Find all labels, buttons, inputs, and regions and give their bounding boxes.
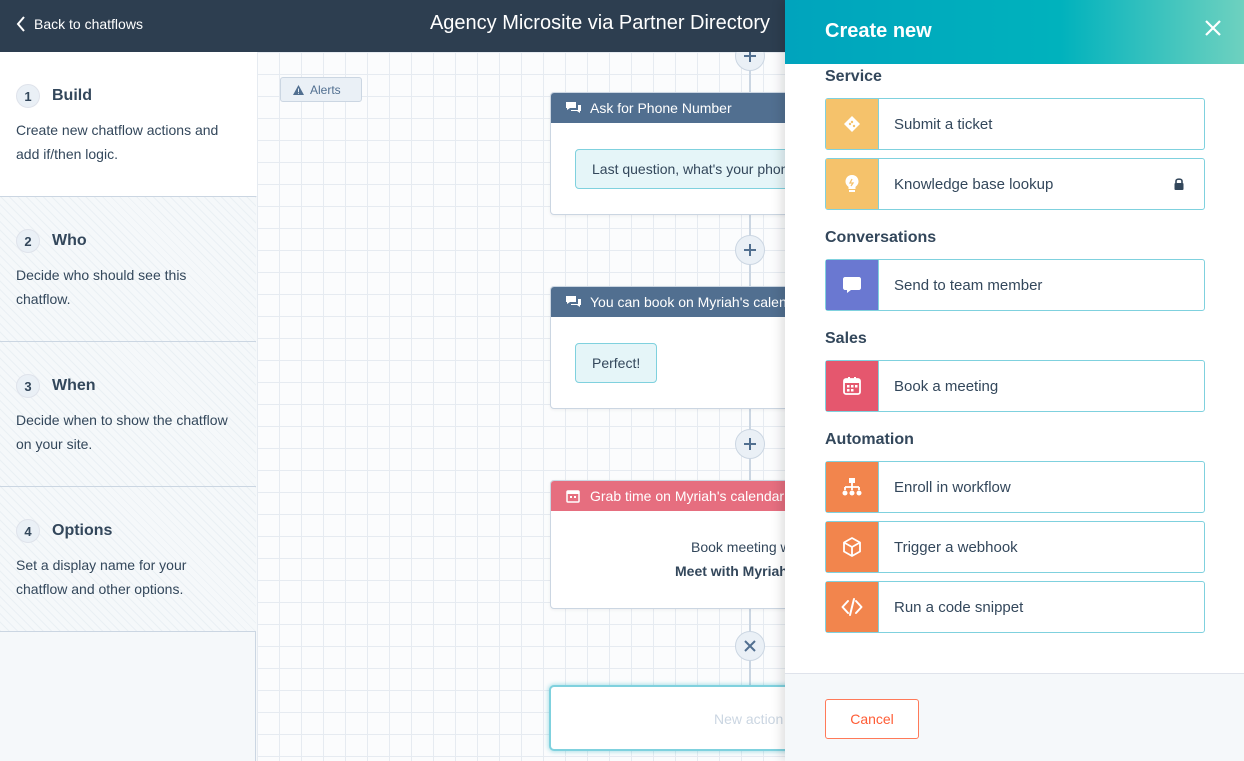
alerts-button[interactable]: Alerts <box>280 77 362 102</box>
step-description: Set a display name for your chatflow and… <box>16 557 187 597</box>
step-title: Build <box>52 87 92 104</box>
message-bubble: Last question, what's your phone number? <box>575 149 785 189</box>
option-label: Trigger a webhook <box>894 538 1018 556</box>
option-label: Run a code snippet <box>894 598 1024 616</box>
step-build[interactable]: 1 Build Create new chatflow actions and … <box>0 52 257 197</box>
panel-footer: Cancel <box>785 673 1244 761</box>
section-title-conversations: Conversations <box>825 229 937 246</box>
option-book-a-meeting[interactable]: Book a meeting <box>825 360 1205 412</box>
new-action-card[interactable]: New action <box>549 685 785 751</box>
close-icon[interactable] <box>1203 18 1223 38</box>
connector-line <box>749 52 751 92</box>
action-card-phone[interactable]: Ask for Phone Number Last question, what… <box>550 92 785 215</box>
close-icon <box>744 640 756 652</box>
step-title: When <box>52 377 96 394</box>
back-label: Back to chatflows <box>34 16 143 32</box>
calendar-icon <box>566 490 580 503</box>
back-to-chatflows-link[interactable]: Back to chatflows <box>16 0 143 48</box>
code-icon <box>826 582 879 632</box>
create-new-panel: Create new Service Submit a ticket Knowl… <box>785 0 1244 761</box>
calendar-icon <box>826 361 879 411</box>
section-title-service: Service <box>825 68 882 85</box>
chevron-left-icon <box>16 16 25 32</box>
plus-icon <box>744 244 756 256</box>
warning-icon <box>293 84 304 95</box>
step-when[interactable]: 3 When Decide when to show the chatflow … <box>0 342 256 487</box>
ticket-icon <box>826 99 879 149</box>
option-trigger-a-webhook[interactable]: Trigger a webhook <box>825 521 1205 573</box>
option-enroll-in-workflow[interactable]: Enroll in workflow <box>825 461 1205 513</box>
meeting-line: Book meeting with <box>691 539 785 555</box>
remove-step-button[interactable] <box>735 631 765 661</box>
step-number: 1 <box>16 84 40 108</box>
step-description: Decide when to show the chatflow on your… <box>16 412 228 452</box>
chat-icon <box>566 296 581 307</box>
option-send-to-team-member[interactable]: Send to team member <box>825 259 1205 311</box>
option-label: Book a meeting <box>894 377 999 395</box>
page-title: Agency Microsite via Partner Directory <box>429 12 771 34</box>
section-title-sales: Sales <box>825 330 867 347</box>
add-step-button[interactable] <box>735 429 765 459</box>
card-header: Ask for Phone Number <box>551 93 785 123</box>
plus-icon <box>744 438 756 450</box>
section-title-automation: Automation <box>825 431 914 448</box>
chat-icon <box>566 102 581 113</box>
action-card-meeting[interactable]: Grab time on Myriah's calendar Book meet… <box>550 480 785 609</box>
workflow-icon <box>826 462 879 512</box>
action-card-calendar-message[interactable]: You can book on Myriah's calendar Perfec… <box>550 286 785 409</box>
meeting-name: Meet with Myriah <box>675 563 785 579</box>
cube-icon <box>826 522 879 572</box>
card-title: You can book on Myriah's calendar <box>590 294 785 310</box>
cancel-button[interactable]: Cancel <box>825 699 919 739</box>
step-who[interactable]: 2 Who Decide who should see this chatflo… <box>0 197 256 342</box>
steps-sidebar: 1 Build Create new chatflow actions and … <box>0 52 257 761</box>
panel-header: Create new <box>785 0 1244 64</box>
option-run-a-code-snippet[interactable]: Run a code snippet <box>825 581 1205 633</box>
plus-icon <box>744 52 756 62</box>
step-number: 4 <box>16 519 40 543</box>
panel-title: Create new <box>825 20 932 42</box>
new-action-label: New action <box>714 711 784 727</box>
lightbulb-icon <box>826 159 879 209</box>
option-label: Send to team member <box>894 276 1043 294</box>
card-header: You can book on Myriah's calendar <box>551 287 785 317</box>
option-label: Enroll in workflow <box>894 478 1011 496</box>
step-number: 2 <box>16 229 40 253</box>
step-number: 3 <box>16 374 40 398</box>
step-description: Decide who should see this chatflow. <box>16 267 187 307</box>
option-label: Submit a ticket <box>894 115 993 133</box>
add-step-button[interactable] <box>735 235 765 265</box>
message-bubble: Perfect! <box>575 343 658 383</box>
card-title: Grab time on Myriah's calendar <box>590 488 785 504</box>
step-title: Options <box>52 522 113 539</box>
option-label: Knowledge base lookup <box>894 175 1054 193</box>
option-knowledge-base-lookup[interactable]: Knowledge base lookup <box>825 158 1205 210</box>
card-title: Ask for Phone Number <box>590 100 732 116</box>
step-description: Create new chatflow actions and add if/t… <box>16 122 219 162</box>
add-step-button[interactable] <box>735 52 765 71</box>
alerts-label: Alerts <box>310 82 341 97</box>
lock-icon <box>1174 178 1184 190</box>
step-title: Who <box>52 232 87 249</box>
chat-bubble-icon <box>826 260 879 310</box>
step-options[interactable]: 4 Options Set a display name for your ch… <box>0 487 256 632</box>
card-header: Grab time on Myriah's calendar <box>551 481 785 511</box>
chatflow-canvas[interactable]: Alerts Ask for Phone Number Last questio… <box>257 52 785 761</box>
option-submit-ticket[interactable]: Submit a ticket <box>825 98 1205 150</box>
